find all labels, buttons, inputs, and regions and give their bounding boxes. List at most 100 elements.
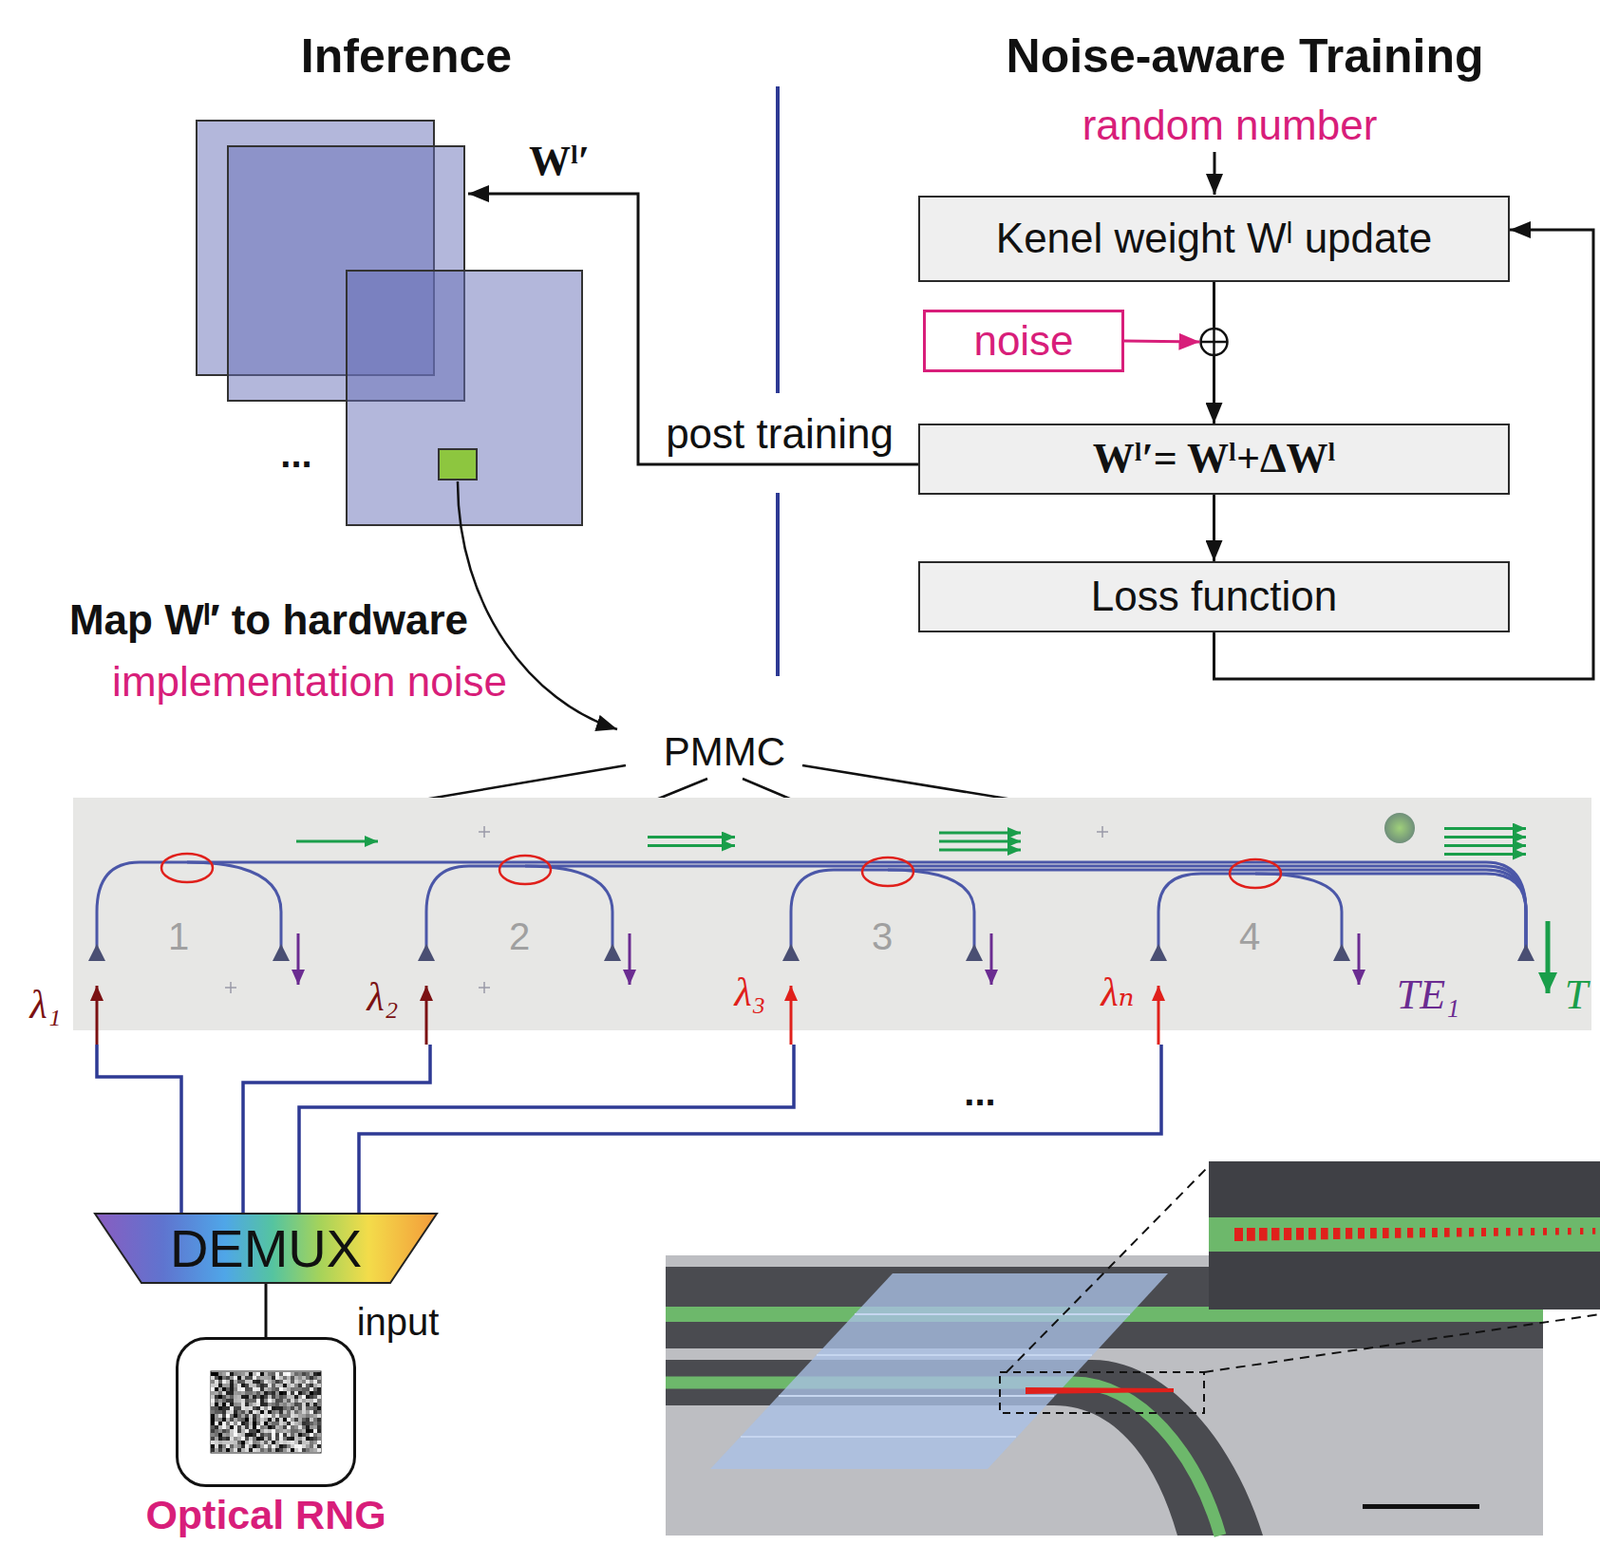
input-arrow xyxy=(790,985,793,1045)
noise-box: noise xyxy=(922,309,1125,373)
sem-inset xyxy=(1543,1227,1547,1236)
coupler-circle xyxy=(1229,859,1281,888)
noise-image xyxy=(301,1394,306,1399)
noise-image xyxy=(271,1406,276,1411)
noise-image xyxy=(214,1421,219,1426)
noise-image xyxy=(313,1436,318,1441)
noise-image xyxy=(248,1379,253,1384)
noise-image xyxy=(317,1413,321,1418)
rng-box: Optical RNG xyxy=(175,1336,357,1488)
noise-image xyxy=(256,1391,261,1395)
noise-image xyxy=(225,1417,230,1422)
noise-image xyxy=(271,1387,276,1392)
noise-image xyxy=(305,1417,310,1422)
noise-image xyxy=(275,1383,280,1388)
noise-image xyxy=(309,1436,314,1441)
noise-image xyxy=(241,1402,245,1407)
noise-image xyxy=(305,1448,310,1452)
noise-image xyxy=(290,1417,295,1422)
noise-image xyxy=(294,1375,299,1380)
noise-image xyxy=(298,1375,302,1380)
noise-image xyxy=(305,1406,310,1411)
noise-image xyxy=(225,1383,230,1388)
noise-image xyxy=(233,1391,238,1395)
waveguide xyxy=(1158,873,1526,953)
noise-image xyxy=(294,1387,299,1392)
sem-inset xyxy=(1481,1227,1487,1237)
waveguide xyxy=(426,865,1526,953)
noise-image xyxy=(313,1375,318,1380)
noise-image xyxy=(229,1410,234,1414)
noise-image xyxy=(313,1425,318,1430)
noise-image xyxy=(279,1444,283,1449)
noise-image xyxy=(244,1448,249,1452)
noise-image xyxy=(237,1391,242,1395)
noise-image xyxy=(210,1387,215,1392)
noise-image xyxy=(248,1410,253,1414)
sem-inset xyxy=(1246,1227,1256,1242)
noise-image xyxy=(260,1398,264,1403)
noise-image xyxy=(260,1383,264,1388)
noise-image xyxy=(294,1425,299,1430)
noise-image xyxy=(279,1436,283,1441)
noise-image xyxy=(275,1394,280,1399)
noise-image xyxy=(286,1379,291,1384)
noise-image xyxy=(218,1372,223,1376)
noise-image xyxy=(218,1391,223,1395)
noise-image xyxy=(237,1372,242,1376)
noise-image xyxy=(305,1387,310,1392)
sem-inset xyxy=(1468,1227,1474,1237)
noise-image xyxy=(229,1440,234,1445)
noise-image xyxy=(290,1372,295,1376)
drop-arrow xyxy=(298,933,1359,985)
noise-image xyxy=(290,1413,295,1418)
output-arrow xyxy=(1545,921,1551,994)
noise-image xyxy=(210,1429,215,1433)
noise-image xyxy=(260,1436,264,1441)
noise-image xyxy=(263,1432,268,1437)
noise-image xyxy=(222,1432,226,1437)
noise-image xyxy=(218,1417,223,1422)
noise-image xyxy=(282,1387,287,1392)
noise-image xyxy=(271,1432,276,1437)
noise-image xyxy=(218,1444,223,1449)
noise-image xyxy=(290,1398,295,1403)
demux-trapezoid: DEMUX xyxy=(94,1212,438,1284)
noise-image xyxy=(317,1448,321,1452)
noise-image xyxy=(252,1413,257,1418)
noise-image xyxy=(271,1372,276,1376)
noise-image xyxy=(267,1398,272,1403)
noise-image xyxy=(218,1402,223,1407)
sem-inset xyxy=(1394,1227,1401,1239)
noise-image xyxy=(233,1375,238,1380)
noise-image xyxy=(267,1448,272,1452)
noise-image xyxy=(263,1372,268,1376)
noise-image xyxy=(271,1444,276,1449)
noise-image xyxy=(271,1440,276,1445)
noise-image xyxy=(317,1402,321,1407)
noise-image xyxy=(282,1421,287,1426)
noise-image xyxy=(237,1421,242,1426)
noise-image xyxy=(237,1436,242,1441)
noise-image xyxy=(241,1417,245,1422)
noise-image xyxy=(282,1383,287,1388)
noise-image xyxy=(305,1421,310,1426)
wavelength-label: λₙ xyxy=(1100,972,1134,1013)
noise-image xyxy=(214,1429,219,1433)
noise-image xyxy=(279,1440,283,1445)
noise-image xyxy=(218,1410,223,1414)
ellipsis: ... xyxy=(280,434,312,473)
noise-image xyxy=(260,1440,264,1445)
noise-image xyxy=(252,1440,257,1445)
noise-image xyxy=(263,1402,268,1407)
noise-image xyxy=(279,1387,283,1392)
noise-image xyxy=(294,1402,299,1407)
noise-image xyxy=(275,1425,280,1430)
noise-image xyxy=(252,1432,257,1437)
noise-image xyxy=(237,1432,242,1437)
noise-image xyxy=(214,1410,219,1414)
noise-image xyxy=(214,1448,219,1452)
noise-image xyxy=(210,1375,215,1380)
noise-image xyxy=(286,1394,291,1399)
noise-image xyxy=(225,1387,230,1392)
